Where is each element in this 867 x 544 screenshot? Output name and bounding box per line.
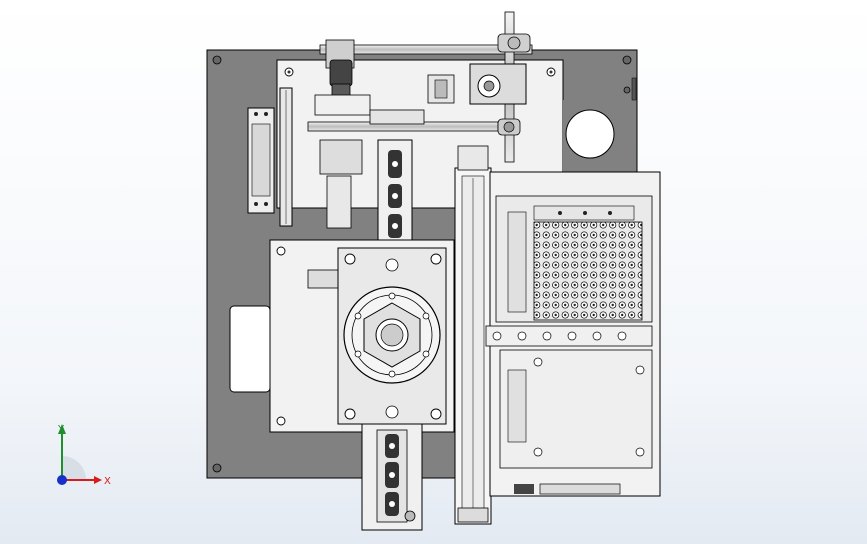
round-cutout: [563, 100, 626, 172]
guide-track-top: [377, 139, 413, 246]
rod-assembly: [307, 11, 533, 163]
guide-track-bottom: [361, 423, 423, 531]
tray-panel: [485, 171, 661, 497]
rotary-table: [337, 247, 447, 425]
left-bracket: [247, 87, 293, 227]
axis-triad: Y X: [57, 424, 111, 487]
axis-label-y: Y: [57, 424, 65, 435]
sensor-cylinder: [314, 39, 425, 229]
linear-module: [454, 145, 492, 525]
axis-label-x: X: [104, 476, 111, 487]
